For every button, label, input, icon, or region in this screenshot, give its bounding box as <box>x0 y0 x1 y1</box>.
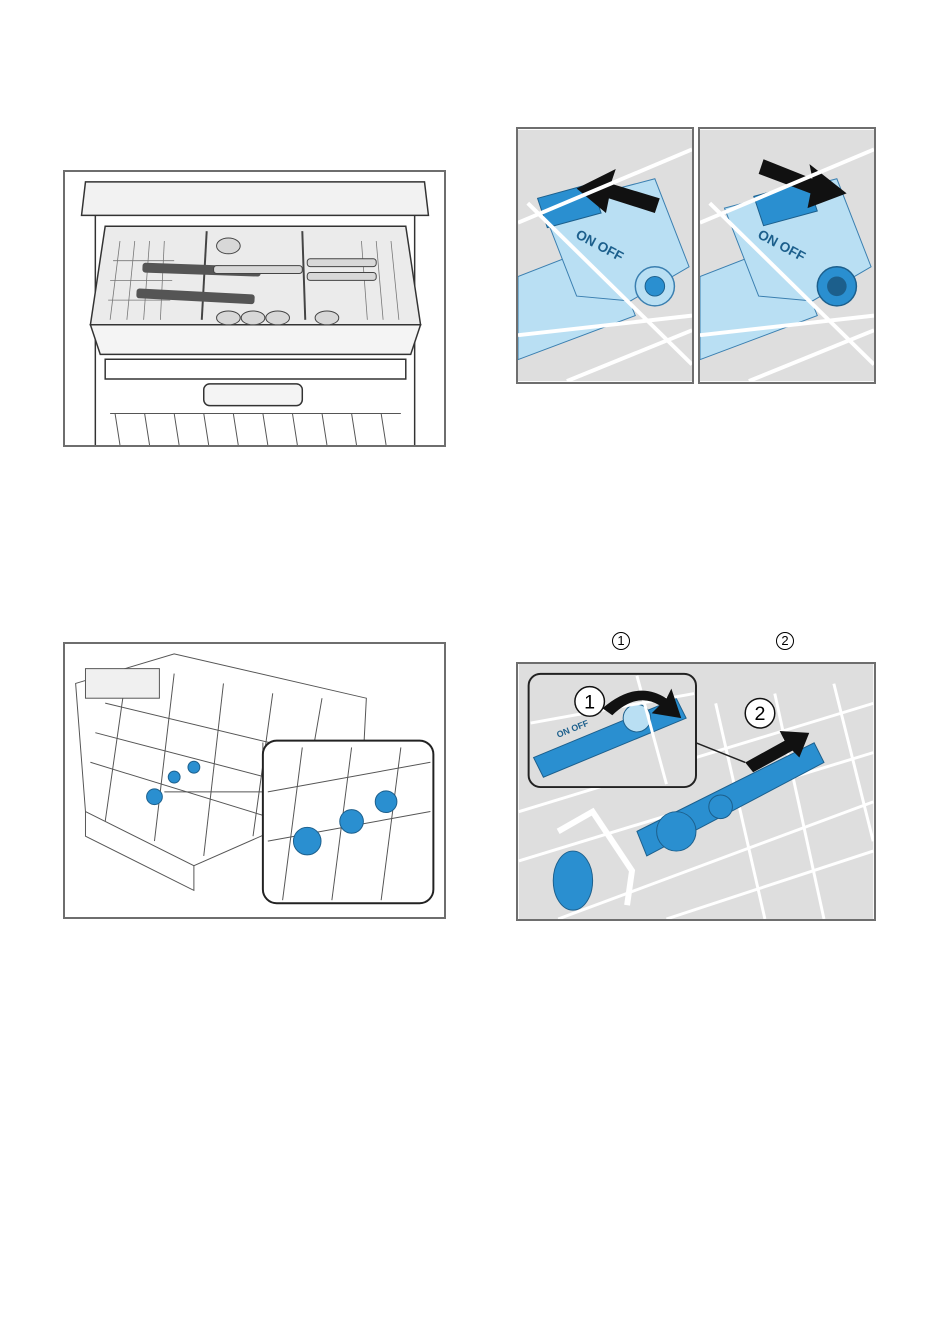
callout-1: 1 <box>584 691 595 713</box>
basket-spray-unit-illustration <box>63 642 446 919</box>
switch-on-drawing: ON OFF <box>518 129 692 382</box>
step-number-1: 1 <box>612 632 630 650</box>
spray-unit-removal-illustration: 1 2 ON OFF <box>516 662 876 921</box>
switch-off-illustration: ON OFF <box>698 127 876 384</box>
callout-2: 2 <box>755 703 766 725</box>
switch-off-drawing: ON OFF <box>700 129 874 382</box>
cutlery-drawer-illustration <box>63 170 446 447</box>
step-number-2: 2 <box>776 632 794 650</box>
switch-on-illustration: ON OFF <box>516 127 694 384</box>
basket-drawing <box>65 644 444 917</box>
cutlery-drawer-drawing <box>65 172 444 445</box>
removal-drawing: 1 2 ON OFF <box>518 664 874 919</box>
